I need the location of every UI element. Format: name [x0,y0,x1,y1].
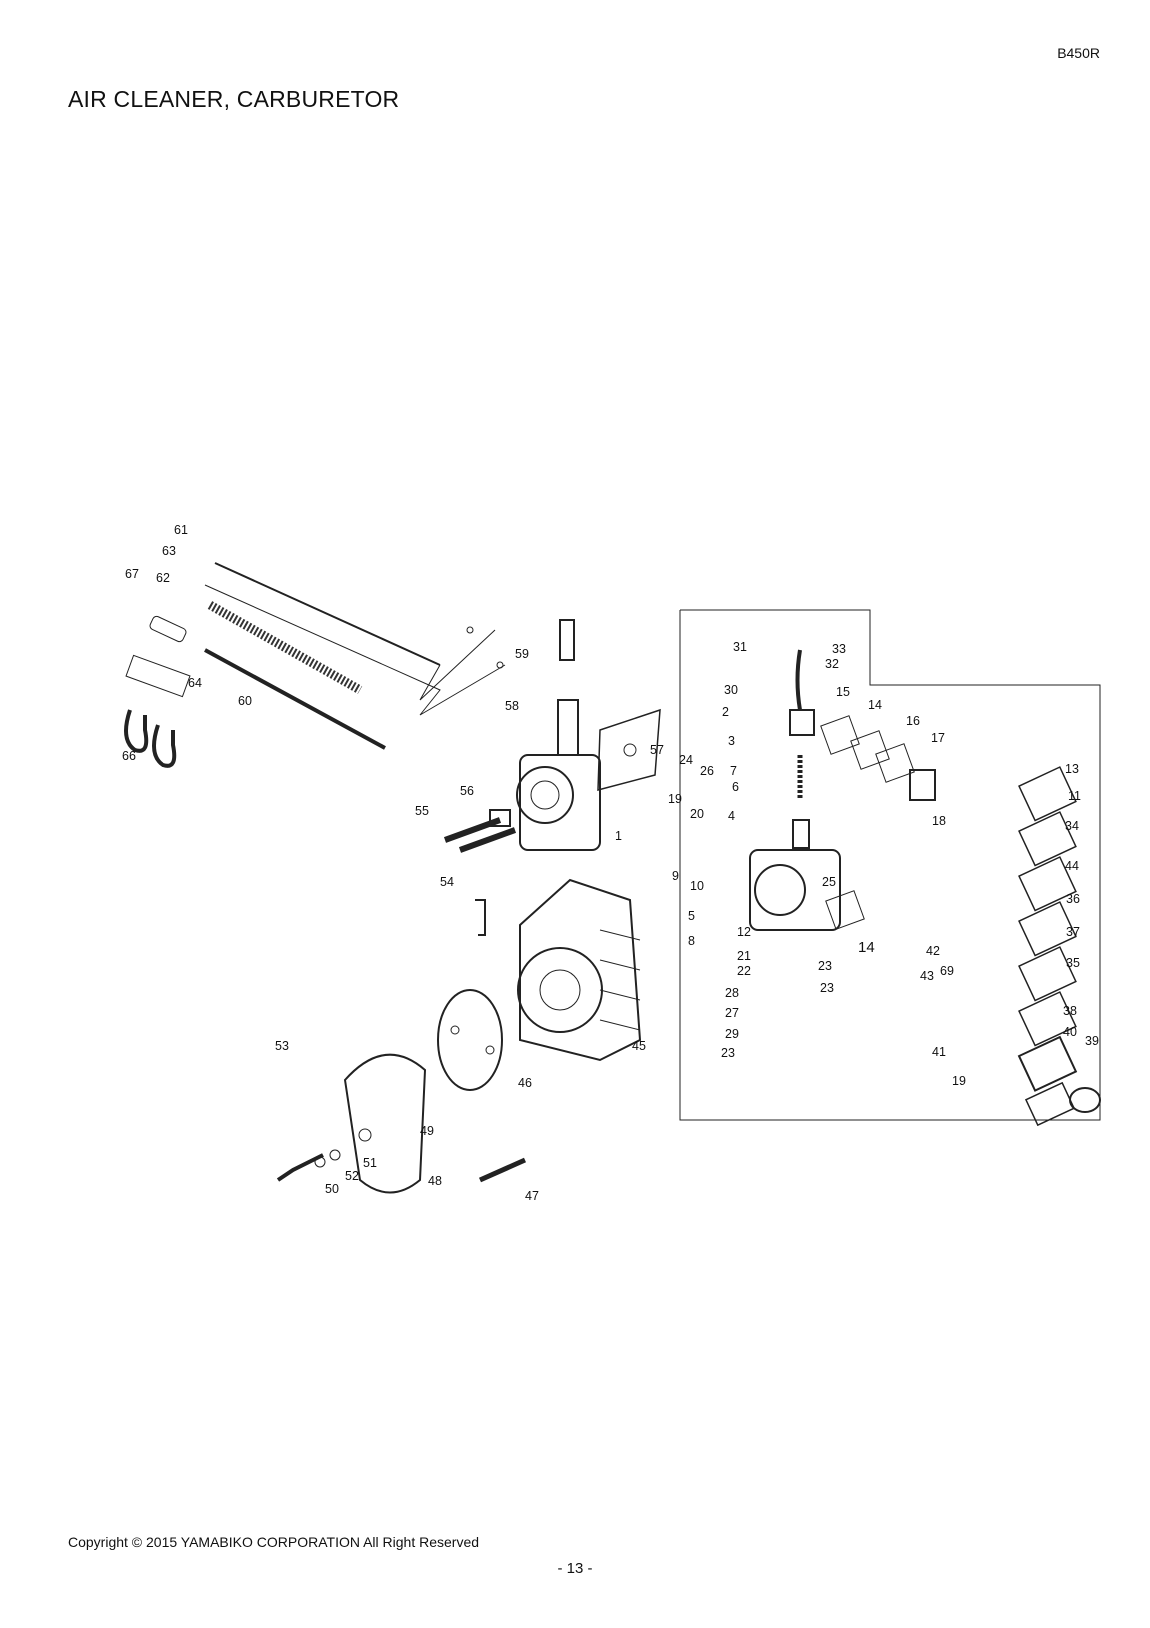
bolts-57 [443,809,517,853]
throttle-cables [204,562,506,750]
callout-36: 34 [1065,819,1079,833]
callout-27: 25 [822,875,836,889]
callout-67: 67 [125,567,139,581]
callout-32: 30 [724,683,738,697]
callout-25: 23 [818,959,832,973]
callout-13: 13 [1065,762,1079,776]
callout-33: 31 [733,640,747,654]
callout-69: 69 [940,964,954,978]
callout-18: 18 [932,814,946,828]
callout-38: 36 [1066,892,1080,906]
callout-59: 57 [650,743,664,757]
callout-14b: 14 [858,939,875,956]
callout-46: 44 [1065,859,1079,873]
callout-16: 16 [906,714,920,728]
callout-39: 37 [1066,925,1080,939]
callout-10: 10 [690,879,704,893]
callout-26: 24 [679,753,693,767]
callout-28: 26 [700,764,714,778]
air-filter [437,989,503,1091]
callout-34: 32 [825,657,839,671]
callout-35: 33 [832,642,846,656]
callout-7: 7 [730,764,737,778]
callout-12: 12 [737,925,751,939]
callout-47: 45 [632,1039,646,1053]
callout-21: 20 [690,807,704,821]
callout-55: 53 [275,1039,289,1053]
callout-58: 56 [460,784,474,798]
carburetor-subassembly-outline [679,609,1101,1121]
callout-42: 40 [1063,1025,1077,1039]
callout-29: 27 [725,1006,739,1020]
callout-1: 1 [615,829,622,843]
callout-30: 28 [725,986,739,1000]
callout-41: 39 [1085,1034,1099,1048]
callout-23: 22 [737,964,751,978]
callout-15: 15 [836,685,850,699]
diaphragm-stack [1017,766,1101,1127]
callout-23b: 23 [721,1046,735,1060]
callout-43: 41 [932,1045,946,1059]
callout-44: 42 [926,944,940,958]
copyright-notice: Copyright © 2015 YAMABIKO CORPORATION Al… [68,1534,480,1550]
carburetor-assembly [516,619,661,851]
callout-61: 59 [515,647,529,661]
callout-14: 14 [868,698,882,712]
callout-66: 64 [188,676,202,690]
callout-2: 2 [722,705,729,719]
carburetor-body [749,649,841,931]
callout-20: 19 [668,792,682,806]
callout-68: 66 [122,749,136,763]
pump-gaskets [820,715,936,930]
callout-5: 5 [688,909,695,923]
page-title: AIR CLEANER, CARBURETOR [68,86,400,112]
callout-40: 38 [1063,1004,1077,1018]
callout-4: 4 [728,809,735,823]
callout-24: 23 [820,981,834,995]
callout-56: 54 [440,875,454,889]
callout-49: 47 [525,1189,539,1203]
air-cleaner-case [475,878,642,1062]
callout-54: 52 [345,1169,359,1183]
callout-60: 58 [505,699,519,713]
callout-37: 35 [1066,956,1080,970]
callout-22: 21 [737,949,751,963]
cable-hooks [124,709,177,768]
callout-8: 8 [688,934,695,948]
callout-48: 46 [518,1076,532,1090]
callout-9: 9 [672,869,679,883]
callout-51: 49 [420,1124,434,1138]
callout-52: 50 [325,1182,339,1196]
callout-17: 17 [931,731,945,745]
cable-clamp [125,615,191,698]
callout-65: 63 [162,544,176,558]
callout-19: 19 [952,1074,966,1088]
callout-53: 51 [363,1156,377,1170]
cover-knob-and-screw [276,1149,527,1183]
callout-50: 48 [428,1174,442,1188]
callout-3: 3 [728,734,735,748]
callout-63: 61 [174,523,188,537]
callout-45: 43 [920,969,934,983]
callout-labels: 61 63 67 62 64 60 66 59 58 57 56 55 1 54… [122,523,1099,1203]
air-cleaner-cover [343,1053,427,1194]
page-number: - 13 - [557,1560,593,1577]
callout-57: 55 [415,804,429,818]
callout-31: 29 [725,1027,739,1041]
callout-6: 6 [732,780,739,794]
callout-64: 62 [156,571,170,585]
callout-62: 60 [238,694,252,708]
model-code: B450R [1057,45,1100,61]
callout-11: 11 [1068,789,1081,803]
